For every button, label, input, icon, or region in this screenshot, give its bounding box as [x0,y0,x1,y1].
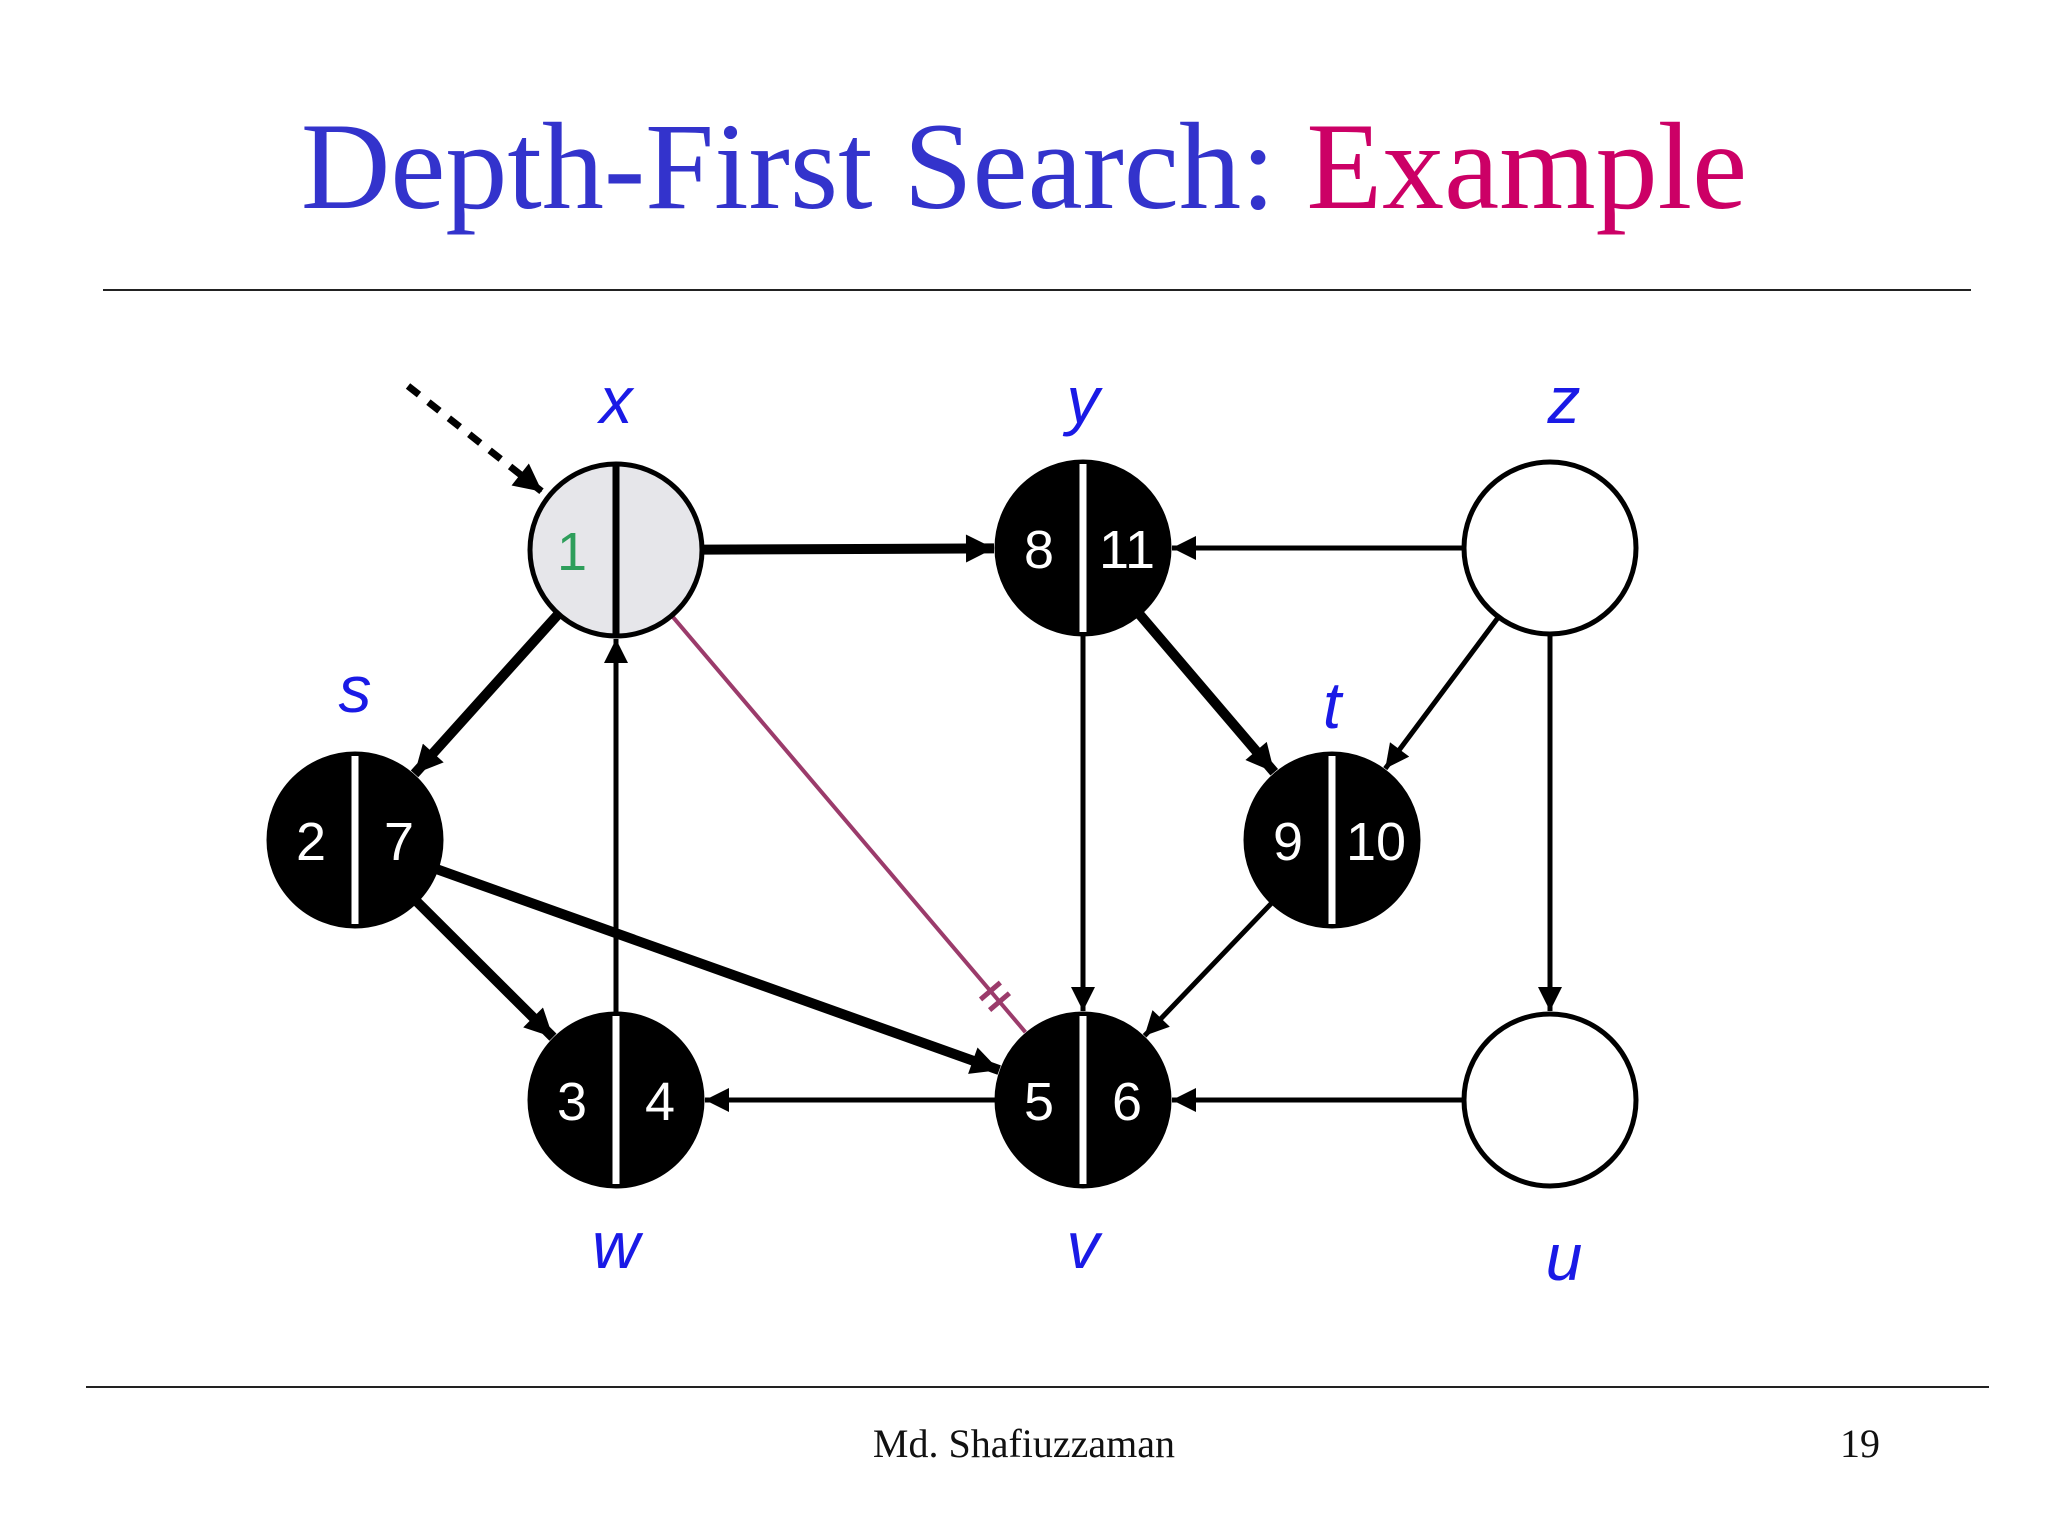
vertex-x: 1 [527,461,705,639]
edge-x-y [703,534,995,563]
edge-s-v [436,864,1001,1075]
page-number: 19 [1840,1421,1880,1466]
title-main: Depth-First Search: [300,98,1307,235]
vertex-label-u: u [1546,1220,1583,1294]
vertex-s-finish-time: 7 [384,812,414,872]
edges-layer [405,383,1562,1112]
edge-s-w [413,898,557,1041]
vertex-label-z: z [1547,363,1581,437]
footer-author: Md. Shafiuzzaman [872,1421,1176,1466]
edge-x-s [410,612,561,778]
vertex-y-finish-time: 11 [1099,520,1155,580]
vertex-y-discovery-time: 8 [1024,520,1054,580]
vertex-label-s: s [339,652,372,726]
vertex-label-v: v [1067,1208,1104,1282]
footer-divider [86,1386,1989,1388]
title-divider [103,289,1971,291]
vertex-label-y: y [1063,363,1104,437]
vertex-t-discovery-time: 9 [1273,812,1303,872]
vertex-y: 8 11 [994,459,1172,637]
edge-z-t [1383,617,1500,771]
slide-title: Depth-First Search: Example [0,105,2048,229]
vertex-t-finish-time: 10 [1346,812,1406,872]
vertex-z [1461,459,1639,637]
vertex-label-w: w [592,1208,644,1282]
edge-y-t [1136,611,1279,776]
vertex-label-x: x [597,363,635,437]
vertex-w-finish-time: 4 [645,1072,675,1132]
vertex-w-discovery-time: 3 [557,1072,587,1132]
vertex-s-discovery-time: 2 [296,812,326,872]
vertex-v-discovery-time: 5 [1024,1072,1054,1132]
vertex-x-discovery-time: 1 [557,522,587,582]
title-accent: Example [1306,98,1748,235]
edge-t-v [1142,901,1273,1038]
vertex-u [1461,1011,1639,1189]
vertex-label-t: t [1323,668,1344,742]
edge-x-v [671,615,1027,1034]
vertex-u-circle [1461,1011,1639,1189]
vertex-z-circle [1461,459,1639,637]
vertex-t: 9 10 [1243,751,1421,929]
vertex-labels-layer: x y z s t w v u [339,363,1583,1294]
start-arrow [405,383,545,495]
vertex-v-finish-time: 6 [1112,1072,1142,1132]
